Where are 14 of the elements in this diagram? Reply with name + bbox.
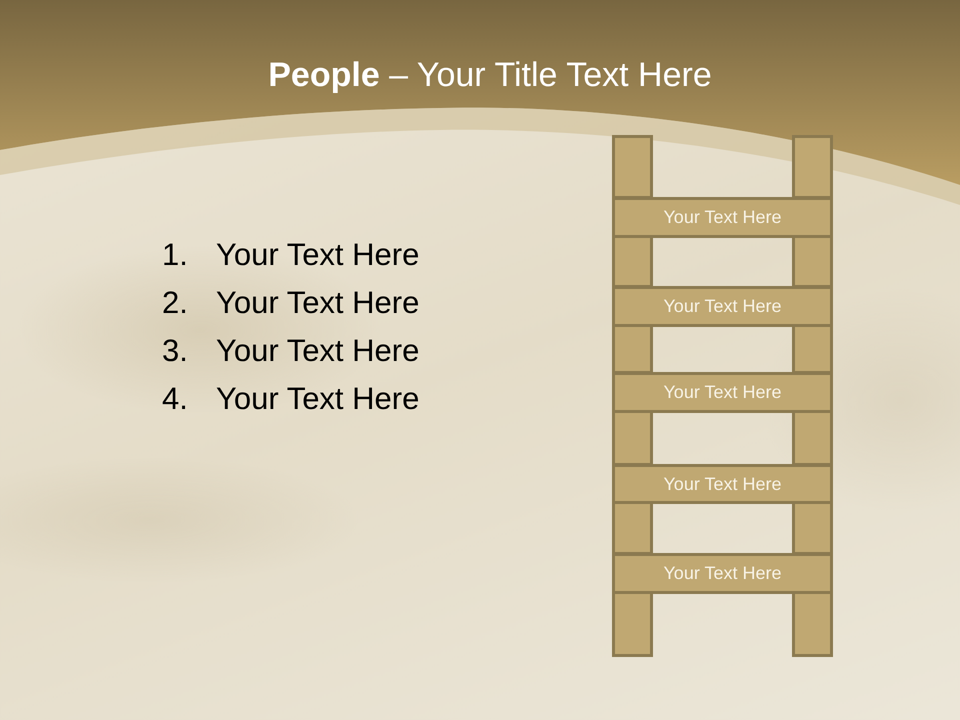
list-number: 1. — [162, 236, 188, 274]
ladder-rung: Your Text Here — [612, 464, 833, 504]
list-item-text: Your Text Here — [216, 284, 420, 322]
ladder-rung: Your Text Here — [612, 372, 833, 413]
list-item-text: Your Text Here — [216, 236, 420, 274]
ladder-rung: Your Text Here — [612, 286, 833, 327]
list-number: 2. — [162, 284, 188, 322]
list-item-text: Your Text Here — [216, 380, 420, 418]
list-item-text: Your Text Here — [216, 332, 420, 370]
ladder-rung: Your Text Here — [612, 197, 833, 238]
list-number: 3. — [162, 332, 188, 370]
slide-title: People – Your Title Text Here — [267, 55, 713, 96]
ladder-rung: Your Text Here — [612, 553, 833, 594]
list-number: 4. — [162, 380, 188, 418]
